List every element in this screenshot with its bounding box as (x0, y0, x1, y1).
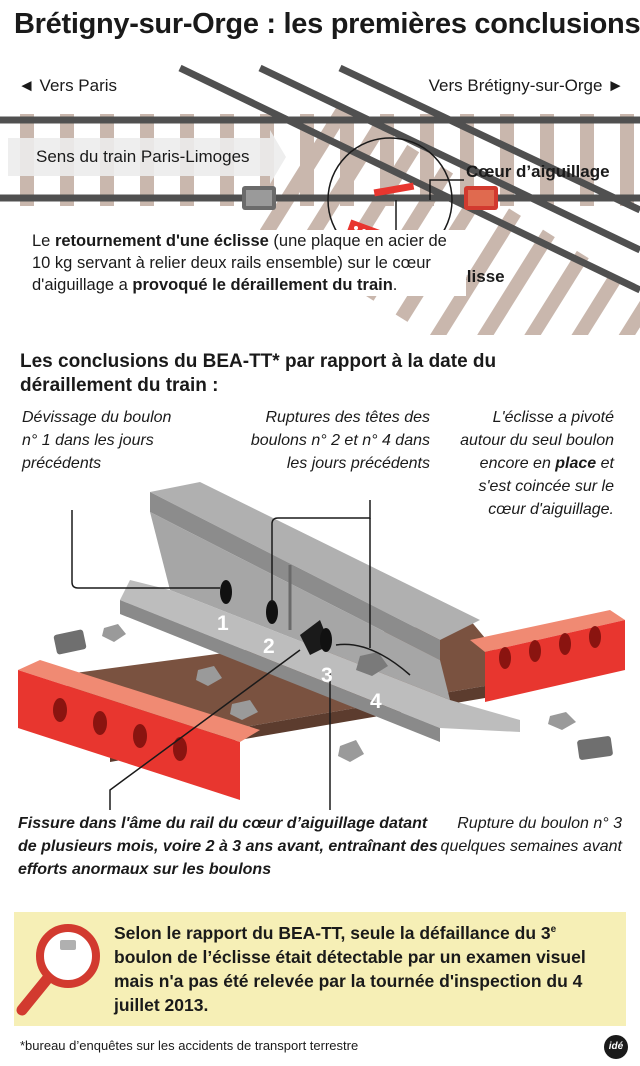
nut-icon (230, 700, 258, 720)
train-direction-label: Sens du train Paris-Limoges (36, 147, 250, 166)
bolt-icon (577, 736, 613, 760)
leader-lines (71, 500, 371, 810)
page-title: Brétigny-sur-Orge : les premières conclu… (14, 8, 640, 40)
nut-icon (335, 643, 411, 676)
note-bolts-2-4: Ruptures des têtes des boulons n° 2 et n… (250, 409, 430, 472)
nut-icon (196, 666, 222, 686)
rails (0, 64, 640, 294)
direction-paris: ◄ Vers Paris (18, 76, 118, 95)
bogie-left (242, 186, 276, 210)
magnifier-icon (16, 924, 100, 1016)
eclisse-on-track (373, 182, 415, 197)
note-fissure: Fissure dans l'âme du rail du cœur d’aig… (18, 815, 438, 878)
callout-box (14, 912, 626, 1026)
bolt-number-1: 1 (217, 612, 229, 635)
nut-icon (102, 624, 126, 642)
coeur-leader (429, 179, 464, 200)
callout-text: Selon le rapport du BEA-TT, seule la déf… (114, 922, 586, 1015)
bolt-icon (53, 629, 87, 655)
loose-bolts (53, 624, 613, 762)
rail-diagram: 1 2 3 4 (18, 482, 625, 810)
nut-icon (548, 712, 576, 730)
eclisse-left (18, 660, 260, 800)
rail (120, 482, 520, 742)
bogie-right (464, 186, 498, 210)
bolt-number-4: 4 (370, 690, 382, 713)
intro-text: Le retournement d'une éclisse (une plaqu… (28, 230, 466, 296)
bolt-hole-3 (320, 628, 332, 652)
footnote: *bureau d’enquêtes sur les accidents de … (20, 1038, 359, 1053)
nut-icon (338, 740, 364, 762)
bolt-number-2: 2 (263, 635, 275, 658)
note-eclisse-pivot: L'éclisse a pivoté autour du seul boulon… (460, 409, 614, 518)
bolt-number-3: 3 (321, 664, 333, 687)
note-bolt-1: Dévissage du boulon n° 1 dans les jours … (22, 409, 172, 472)
direction-bretigny: Vers Brétigny-sur-Orge ► (428, 76, 624, 95)
publisher-logo: idé (604, 1035, 628, 1059)
bolt-hole-1 (220, 580, 232, 604)
eclisse-right (470, 610, 625, 702)
train-direction-arrow (8, 130, 286, 184)
note-bolt-3: Rupture du boulon n° 3 quelques semaines… (440, 815, 622, 855)
coeur-aiguillage-label: Cœur d’aiguillage (466, 162, 610, 181)
section-title: Les conclusions du BEA-TT* par rapport à… (20, 351, 497, 396)
bolt-hole-2 (266, 600, 278, 624)
